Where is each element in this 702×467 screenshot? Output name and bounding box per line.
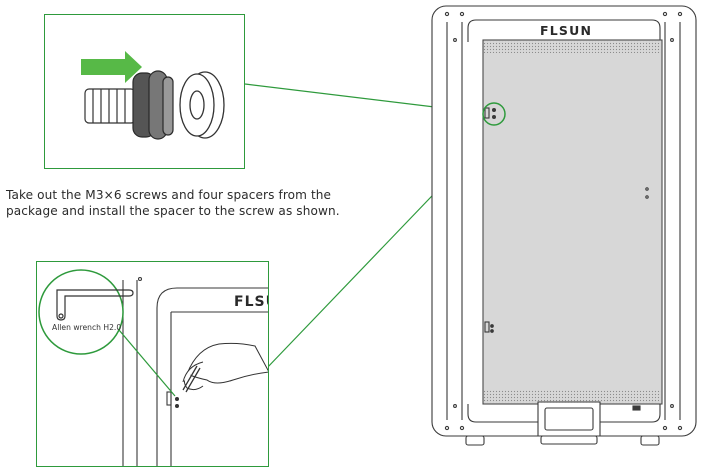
wrench-install-detail: FLSUN Allen wrench H2.0 xyxy=(36,261,269,467)
instruction-line-2: package and install the spacer to the sc… xyxy=(6,204,340,218)
direction-arrow-icon xyxy=(81,51,142,83)
screw-spacer-detail xyxy=(44,14,245,169)
wrench-install-drawing: FLSUN xyxy=(38,269,269,466)
hinge-screws xyxy=(492,108,496,119)
instruction-line-1: Take out the M3×6 screws and four spacer… xyxy=(6,188,332,202)
magnifier-circle xyxy=(38,269,124,355)
printer-illustration xyxy=(431,5,697,446)
glass-dot-pattern xyxy=(484,41,661,403)
allen-wrench-label: Allen wrench H2.0 xyxy=(52,323,122,332)
highlight-circle xyxy=(482,102,506,126)
allen-wrench-icon xyxy=(56,289,134,321)
printer-logo-detail: FLSUN xyxy=(234,294,269,310)
magnifier-line xyxy=(118,329,176,397)
screw-spacer-drawing xyxy=(81,51,225,140)
instruction-text: Take out the M3×6 screws and four spacer… xyxy=(6,187,386,219)
